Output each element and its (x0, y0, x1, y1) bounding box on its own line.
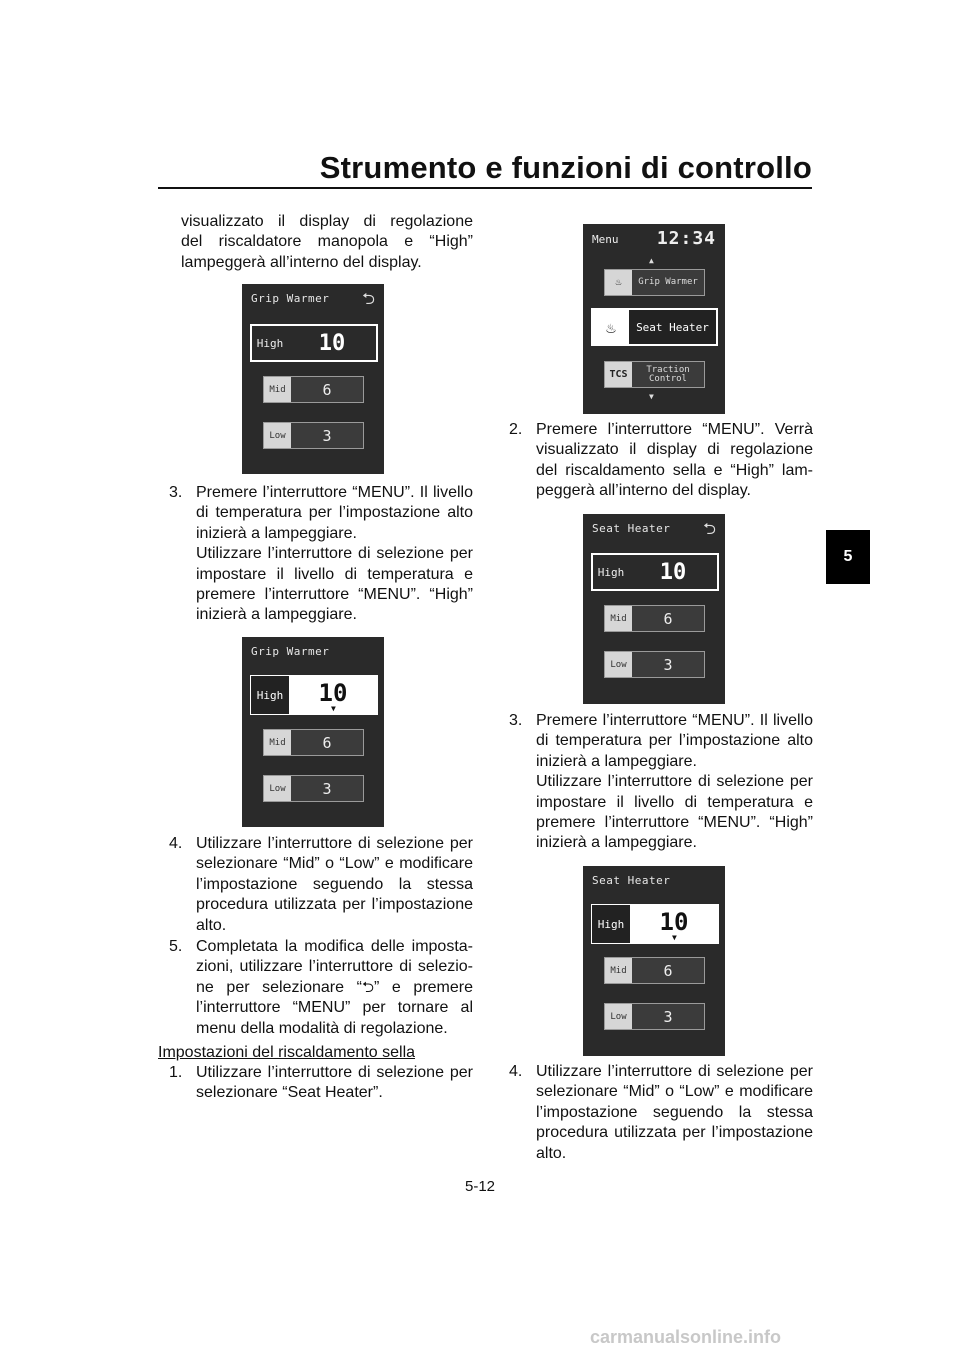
grip-warmer-icon: ♨ (605, 270, 632, 295)
level-row-low: Low 3 (604, 1003, 705, 1030)
caret-down-icon: ▼ (672, 933, 677, 942)
left-step-4: 4. Utilizzare l’interruttore di selezion… (169, 835, 473, 934)
level-row-high: High 10 (591, 553, 719, 591)
right-step-4: 4. Utilizzare l’interruttore di selezion… (509, 1063, 813, 1162)
level-row-mid: Mid 6 (604, 957, 705, 984)
seat-heater-screen-1: Seat Heater ⮌ High 10 Mid 6 Low 3 (583, 514, 725, 704)
title-rule (158, 187, 812, 189)
down-arrow-icon: ▼ (649, 392, 654, 401)
watermark: carmanualsonline.info (590, 1327, 782, 1347)
chapter-tab: 5 (826, 530, 870, 584)
page-number: 5-12 (464, 1178, 496, 1195)
seat-heater-icon: ♨ (593, 310, 629, 344)
screen-title: Seat Heater (592, 874, 671, 887)
level-row-mid: Mid 6 (604, 605, 705, 632)
return-icon: ⮌ (361, 978, 374, 996)
left-step-5: 5. Completata la modifica delle imposta-… (169, 938, 473, 1037)
grip-warmer-screen-2: Grip Warmer High 10 ▼ Mid 6 Low 3 (242, 637, 384, 827)
left-step-3: 3. Premere l’interruttore “MENU”. Il liv… (169, 484, 473, 624)
screen-title: Grip Warmer (251, 292, 330, 305)
left-step-1: 1. Utilizzare l’interruttore di selezion… (169, 1064, 473, 1102)
clock: 12:34 (656, 228, 716, 249)
level-row-low: Low 3 (263, 775, 364, 802)
section-heading: Impostazioni del riscaldamento sella (158, 1044, 416, 1061)
level-row-low: Low 3 (263, 422, 364, 449)
up-arrow-icon: ▲ (649, 256, 654, 265)
return-icon: ⮌ (703, 519, 716, 538)
grip-warmer-screen-1: Grip Warmer ⮌ High 10 Mid 6 Low 3 (242, 284, 384, 474)
seat-heater-screen-2: Seat Heater High 10 ▼ Mid 6 Low 3 (583, 866, 725, 1056)
menu-title: Menu (592, 233, 619, 246)
menu-item-seat-heater: ♨ Seat Heater (591, 308, 718, 346)
return-icon: ⮌ (362, 289, 375, 308)
tcs-icon: TCS (605, 362, 632, 387)
right-step-2: 2. Premere l’interruttore “MENU”. Verrà … (509, 421, 813, 500)
menu-screen: Menu 12:34 ▲ ♨ Grip Warmer ♨ Seat Heater… (583, 224, 725, 414)
level-row-mid: Mid 6 (263, 376, 364, 403)
menu-item-grip-warmer: ♨ Grip Warmer (604, 269, 705, 296)
page-title: Strumento e funzioni di controllo (319, 150, 812, 185)
screen-title: Seat Heater (592, 522, 671, 535)
right-step-3: 3. Premere l’interruttore “MENU”. Il liv… (509, 712, 813, 852)
level-row-high: High 10 ▼ (250, 675, 378, 715)
level-row-mid: Mid 6 (263, 729, 364, 756)
level-row-high: High 10 (250, 324, 378, 362)
screen-title: Grip Warmer (251, 645, 330, 658)
level-row-low: Low 3 (604, 651, 705, 678)
level-row-high: High 10 ▼ (591, 904, 719, 944)
intro-paragraph: visualizzato il display di regolazione d… (181, 213, 473, 271)
caret-down-icon: ▼ (331, 704, 336, 713)
